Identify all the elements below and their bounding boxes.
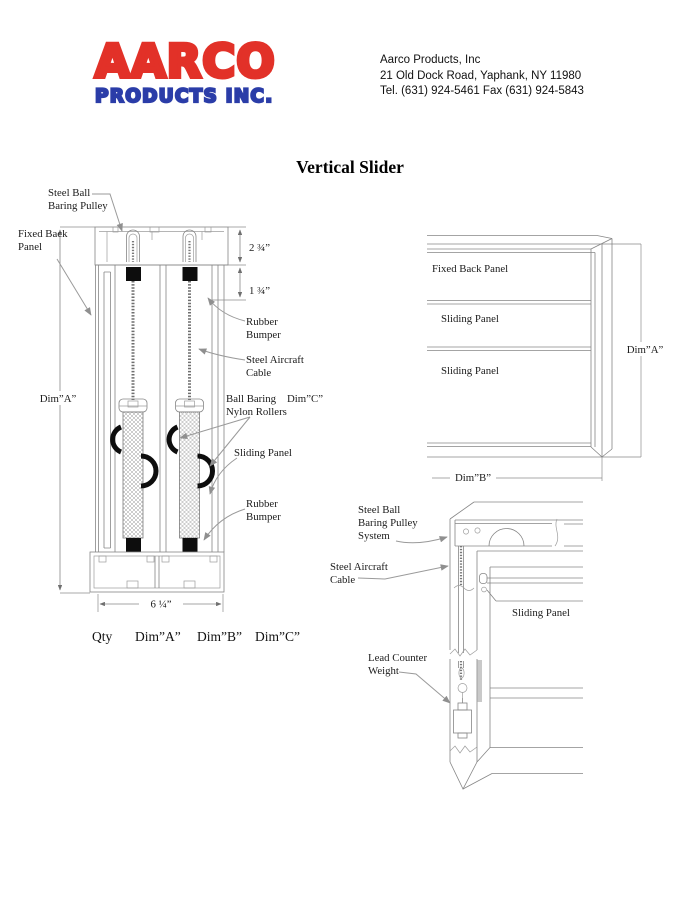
svg-text:Baring Pulley: Baring Pulley (48, 200, 108, 212)
company-address-block: Aarco Products, Inc 21 Old Dock Road, Ya… (380, 53, 584, 100)
label-steel-aircraft-cable: Steel Aircraft (246, 354, 304, 366)
front-view-labels: Fixed Back Panel Sliding Panel Sliding P… (432, 263, 508, 377)
dim-2-3-4: 2 ¾” (249, 242, 270, 254)
front-view-dimensions: Dim”A” Dim”B” (432, 244, 668, 484)
company-phone-fax: Tel. (631) 924-5461 Fax (631) 924-5843 (380, 85, 584, 97)
label-pulley-system: Steel Ball (358, 504, 400, 516)
svg-text:Cable: Cable (330, 574, 355, 586)
label-steel-aircraft-cable-detail: Steel Aircraft (330, 561, 388, 573)
dim-6-1-4: 6 ¼” (151, 599, 172, 611)
sliding-panel-assemblies (113, 267, 213, 552)
dim-c-header: Dim”C” (255, 629, 300, 644)
label-rubber-bumper-top: Rubber (246, 316, 278, 328)
cross-section-view: 2 ¾” 1 ¾” Dim”A” 6 ¼” Steel Ball Baring … (18, 187, 323, 644)
dim-b-front: Dim”B” (455, 472, 491, 484)
label-sliding-panel-2: Sliding Panel (441, 365, 499, 377)
detail-view: Steel Ball Baring Pulley System Steel Ai… (330, 501, 583, 790)
logo-text-aarco: AARCO (93, 35, 277, 88)
label-sliding-panel: Sliding Panel (234, 447, 292, 459)
svg-text:Panel: Panel (18, 241, 42, 253)
aarco-logo: AARCO PRODUCTS INC. (93, 35, 277, 109)
svg-text:System: System (358, 530, 390, 542)
dim-1-3-4: 1 ¾” (249, 285, 270, 297)
qty-dim-row: Qty Dim”A” Dim”B” Dim”C” (92, 629, 300, 644)
svg-text:Bumper: Bumper (246, 511, 281, 523)
svg-text:Cable: Cable (246, 367, 271, 379)
page-title: Vertical Slider (296, 157, 404, 177)
lead-counter-weight (453, 667, 472, 739)
label-lead-counter-weight: Lead Counter (368, 652, 427, 664)
header-extrusion (94, 226, 229, 266)
dim-c-label: Dim”C” (287, 393, 323, 405)
label-sliding-panel-detail: Sliding Panel (512, 607, 570, 619)
dim-a-label: Dim”A” (40, 393, 77, 405)
cross-section-labels: Steel Ball Baring Pulley Fixed Back Pane… (18, 187, 323, 541)
svg-text:Baring Pulley: Baring Pulley (358, 517, 418, 529)
company-name: Aarco Products, Inc (380, 54, 481, 66)
dim-a-header: Dim”A” (135, 629, 181, 644)
company-street-address: 21 Old Dock Road, Yaphank, NY 11980 (380, 69, 582, 82)
svg-text:Nylon Rollers: Nylon Rollers (226, 406, 287, 418)
qty-header: Qty (92, 629, 113, 644)
label-sliding-panel-1: Sliding Panel (441, 313, 499, 325)
label-steel-ball-pulley: Steel Ball (48, 187, 90, 199)
dim-b-header: Dim”B” (197, 629, 242, 644)
cross-section-dimensions: 2 ¾” 1 ¾” Dim”A” 6 ¼” (28, 226, 270, 612)
technical-drawings: 2 ¾” 1 ¾” Dim”A” 6 ¼” Steel Ball Baring … (18, 187, 668, 790)
front-view-frame (427, 235, 641, 458)
label-fixed-back-panel: Fixed Back (18, 228, 68, 240)
detail-frame (449, 501, 583, 790)
label-nylon-rollers: Ball Baring (226, 393, 277, 405)
track-walls (95, 265, 225, 552)
front-view: Fixed Back Panel Sliding Panel Sliding P… (427, 235, 668, 484)
label-rubber-bumper-bottom: Rubber (246, 498, 278, 510)
label-fixed-back-panel-front: Fixed Back Panel (432, 263, 508, 275)
svg-text:Bumper: Bumper (246, 329, 281, 341)
svg-text:Weight: Weight (368, 665, 399, 677)
sill-extrusion (89, 551, 225, 593)
detail-labels: Steel Ball Baring Pulley System Steel Ai… (330, 504, 570, 704)
dim-a-front: Dim”A” (627, 344, 664, 356)
logo-text-products-inc: PRODUCTS INC. (94, 85, 274, 108)
